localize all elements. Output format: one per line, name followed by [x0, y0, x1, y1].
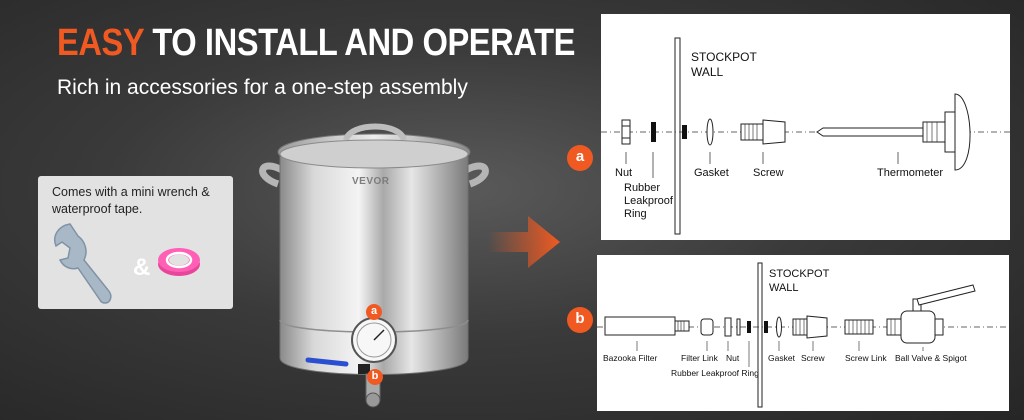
part-screw-b: Screw: [801, 353, 825, 363]
part-filter-link: Filter Link: [681, 353, 718, 363]
stockpot-image: [259, 123, 489, 408]
pot-badge-b: b: [367, 369, 383, 385]
accessories-box: Comes with a mini wrench & waterproof ta…: [38, 176, 233, 309]
part-gasket: Gasket: [694, 167, 729, 179]
diagram-a-wall-label: STOCKPOT WALL: [691, 50, 757, 80]
wall-label-line1: STOCKPOT: [691, 50, 757, 64]
diagram-a-drawing: [601, 37, 1010, 235]
accessories-text: Comes with a mini wrench & waterproof ta…: [52, 185, 210, 216]
wall-label-line2: WALL: [691, 65, 724, 79]
headline-rest: TO INSTALL AND OPERATE: [143, 22, 576, 64]
diagram-b-panel: STOCKPOT WALL Bazooka Filter Filter Link…: [597, 255, 1009, 411]
wall-label-b-line2: WALL: [769, 282, 799, 294]
diagram-b-drawing: [597, 262, 1009, 408]
diagram-a-panel: STOCKPOT WALL Nut Rubber Leakproof Ring …: [601, 14, 1010, 240]
brand-logo: VEVOR: [352, 176, 390, 187]
part-nut: Nut: [615, 167, 633, 179]
part-thermometer: Thermometer: [877, 167, 944, 179]
ampersand: &: [133, 254, 151, 281]
part-screw: Screw: [753, 167, 784, 179]
part-rubber-ring-b: Rubber Leakproof Ring: [671, 368, 759, 378]
tape-icon: [158, 248, 200, 276]
part-nut-b: Nut: [726, 353, 740, 363]
diagram-b-wall-label: STOCKPOT WALL: [769, 267, 829, 295]
ring-line2: Leakproof: [624, 195, 673, 207]
arrow-icon: [488, 216, 560, 268]
part-ball-valve: Ball Valve & Spigot: [895, 353, 967, 363]
diagram-b-badge: b: [567, 307, 593, 333]
wall-label-b-line1: STOCKPOT: [769, 268, 830, 280]
part-gasket-b: Gasket: [768, 353, 795, 363]
headline-accent: EASY: [57, 22, 144, 64]
pot-badge-a: a: [366, 304, 382, 320]
part-bazooka-filter: Bazooka Filter: [603, 353, 658, 363]
part-screw-link: Screw Link: [845, 353, 887, 363]
ring-line1: Rubber: [624, 182, 661, 194]
headline: EASY TO INSTALL AND OPERATE: [57, 22, 575, 65]
diagram-a-badge: a: [567, 145, 593, 171]
ring-line3: Ring: [624, 208, 647, 220]
subheadline: Rich in accessories for a one-step assem…: [57, 76, 468, 99]
part-rubber-ring: Rubber Leakproof Ring: [624, 182, 673, 221]
wrench-icon: [54, 223, 112, 304]
